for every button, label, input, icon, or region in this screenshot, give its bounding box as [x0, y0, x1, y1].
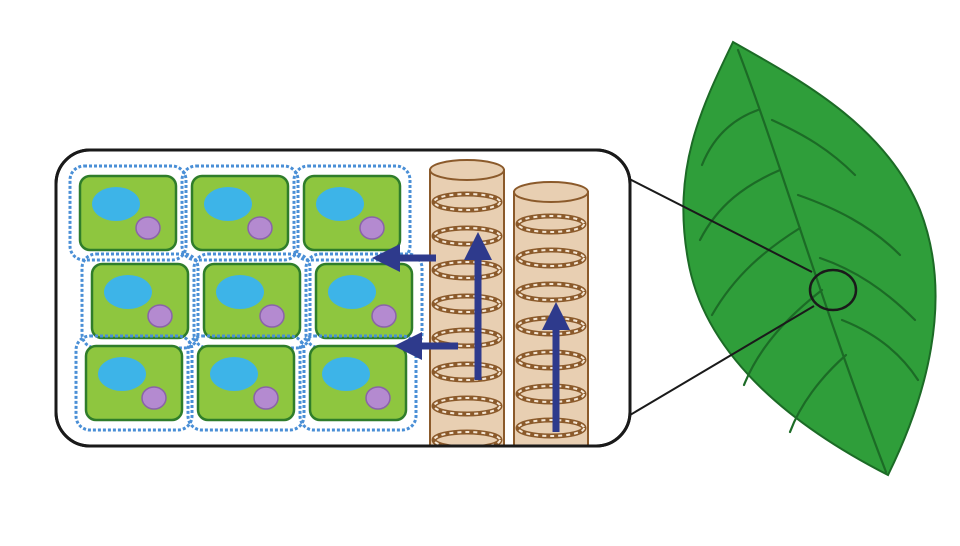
callout-line-bottom	[597, 305, 815, 435]
leaf-vein	[698, 168, 782, 242]
leaf-vein	[770, 118, 857, 177]
vacuole	[216, 275, 264, 309]
xylem-vessel-icon	[513, 181, 589, 446]
vacuole	[328, 275, 376, 309]
leaf-vein	[796, 193, 902, 257]
nucleus	[253, 386, 279, 410]
vessel-ring-hatch	[517, 283, 585, 301]
vacuole	[322, 357, 370, 391]
vessel-ring-hatch	[517, 385, 585, 403]
vessel-ring-hatch	[517, 419, 585, 437]
cell-icon	[304, 252, 424, 350]
cell-icon	[292, 164, 412, 262]
cell-water-halo	[180, 164, 300, 262]
cell-icon	[80, 252, 200, 350]
vessel-ring-hatch	[433, 261, 501, 279]
vacuole	[204, 187, 252, 221]
nucleus	[141, 386, 167, 410]
magnified-panel-border	[54, 148, 632, 448]
xylem-vessels	[429, 159, 589, 446]
vessel-ring-hatch	[433, 397, 501, 415]
vessel-ring-hatch	[433, 193, 501, 211]
nucleus	[371, 304, 397, 328]
vacuole	[210, 357, 258, 391]
vessel-ring-hatch	[433, 295, 501, 313]
leaf-midrib	[736, 48, 888, 474]
zoom-circle-icon	[808, 268, 858, 312]
leaf-vein	[710, 226, 802, 317]
cell-icon	[74, 334, 194, 432]
cell-water-halo	[68, 164, 188, 262]
nucleus	[365, 386, 391, 410]
mesophyll-cell-grid	[68, 164, 424, 432]
leaf-icon	[682, 40, 937, 477]
cell-icon	[298, 334, 418, 432]
cell-icon	[68, 164, 188, 262]
callout-line-top	[595, 161, 813, 273]
nucleus	[359, 216, 385, 240]
water-flow-arrows	[372, 232, 570, 432]
vacuole	[104, 275, 152, 309]
vessel-ring-hatch	[433, 431, 501, 446]
cell-icon	[192, 252, 312, 350]
nucleus	[135, 216, 161, 240]
cell-water-halo	[74, 334, 194, 432]
vessel-ring-hatch	[433, 329, 501, 347]
vacuole	[98, 357, 146, 391]
vessel-ring-hatch	[517, 215, 585, 233]
nucleus	[147, 304, 173, 328]
leaf-vein	[818, 256, 917, 322]
cell-icon	[180, 164, 300, 262]
vessel-ring-hatch	[517, 351, 585, 369]
leaf-veins	[698, 48, 920, 474]
cell-water-halo	[298, 334, 418, 432]
xylem-vessel-icon	[429, 159, 505, 446]
leaf-vein	[788, 353, 848, 434]
leaf-vein	[700, 108, 760, 167]
nucleus	[259, 304, 285, 328]
vessel-top	[513, 181, 589, 203]
vacuole	[92, 187, 140, 221]
vessel-ring-hatch	[433, 363, 501, 381]
leaf-vein	[840, 318, 920, 382]
cell-water-halo	[186, 334, 306, 432]
cell-water-halo	[292, 164, 412, 262]
cell-icon	[186, 334, 306, 432]
nucleus	[247, 216, 273, 240]
vessel-top	[429, 159, 505, 181]
vessel-ring-hatch	[517, 249, 585, 267]
vacuole	[316, 187, 364, 221]
